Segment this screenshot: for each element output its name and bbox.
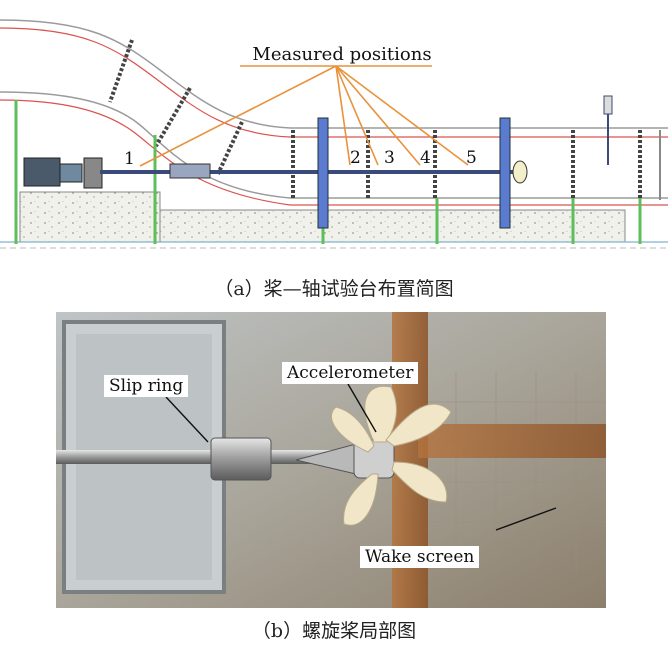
test-rig-schematic: Measured positions 1 2 3 4 5	[0, 19, 668, 249]
position-numbers: 1 2 3 4 5	[124, 148, 477, 169]
measured-positions-title: Measured positions	[252, 44, 431, 65]
position-2-label: 2	[350, 148, 361, 168]
figure-b-caption: （b）螺旋桨局部图	[251, 620, 417, 642]
slip-ring-label: Slip ring	[104, 375, 189, 397]
accelerometer-label: Accelerometer	[282, 362, 419, 384]
position-4-label: 4	[420, 148, 431, 168]
figure-a-caption: （a）桨—轴试验台布置简图	[214, 278, 454, 300]
concrete-foundation	[0, 191, 668, 249]
position-5-label: 5	[466, 148, 477, 168]
position-3-label: 3	[384, 148, 395, 168]
propeller-photo	[56, 312, 606, 608]
wake-screen-label: Wake screen	[360, 546, 480, 568]
curved-duct	[0, 19, 668, 206]
propeller-blades	[331, 385, 452, 526]
measurement-leader-lines	[139, 65, 469, 167]
motor-and-shaft	[23, 95, 613, 229]
position-1-label: 1	[124, 149, 135, 169]
